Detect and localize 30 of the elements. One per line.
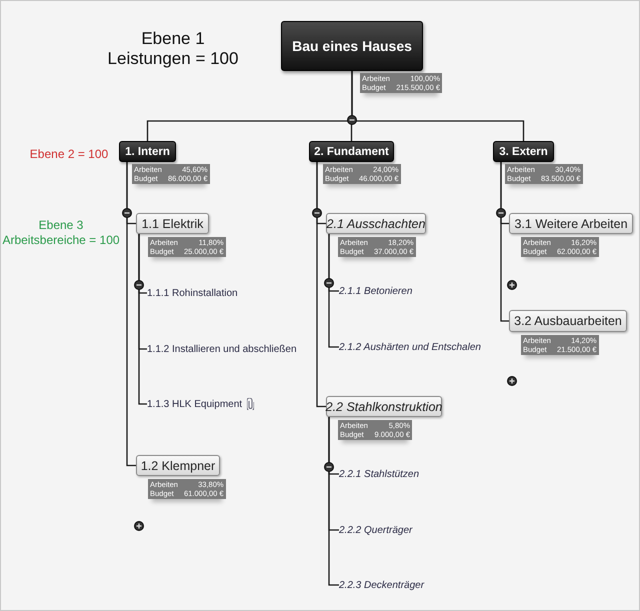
level-note: Ebene 3 xyxy=(38,218,84,232)
work-package-box: 3.1 Weitere Arbeiten xyxy=(509,213,633,234)
level-note: Arbeitsbereiche = 100 xyxy=(2,233,120,247)
task-text: 2.1.2 Aushärten und Entschalen xyxy=(339,340,481,354)
connector-line xyxy=(316,162,326,408)
root-box: Bau eines Hauses xyxy=(281,21,423,71)
connector-line xyxy=(500,162,509,322)
level-note: Ebene 2 = 100 xyxy=(30,147,108,161)
task-text: 1.1.1 Rohinstallation xyxy=(147,286,238,300)
connector-line xyxy=(328,234,339,348)
task-text: 1.1.2 Installieren und abschließen xyxy=(147,342,297,356)
category-box: 1. Intern xyxy=(119,141,176,162)
task-text: 2.1.1 Betonieren xyxy=(339,284,412,298)
connector-line xyxy=(328,417,339,586)
level-note: Leistungen = 100 xyxy=(108,49,238,69)
task-text: 2.2.3 Deckenträger xyxy=(339,578,424,592)
work-package-box: 3.2 Ausbauarbeiten xyxy=(509,310,627,332)
category-box: 2. Fundament xyxy=(309,141,394,162)
task-text: 2.2.2 Querträger xyxy=(339,523,412,537)
task-text: 2.2.1 Stahlstützen xyxy=(339,467,420,481)
task-text: 1.1.3 HLK Equipment xyxy=(147,397,254,411)
category-box: 3. Extern xyxy=(493,141,554,162)
work-package-box: 1.1 Elektrik xyxy=(136,213,209,234)
connector-line xyxy=(126,162,136,466)
work-package-box: 1.2 Klempner xyxy=(136,455,220,476)
connector-line xyxy=(351,71,524,141)
work-package-box: 2.2 Stahlkonstruktion xyxy=(326,396,442,417)
connector-line xyxy=(138,234,147,405)
work-package-box: 2.1 Ausschachten xyxy=(326,213,426,234)
level-note: Ebene 1 xyxy=(141,29,205,49)
